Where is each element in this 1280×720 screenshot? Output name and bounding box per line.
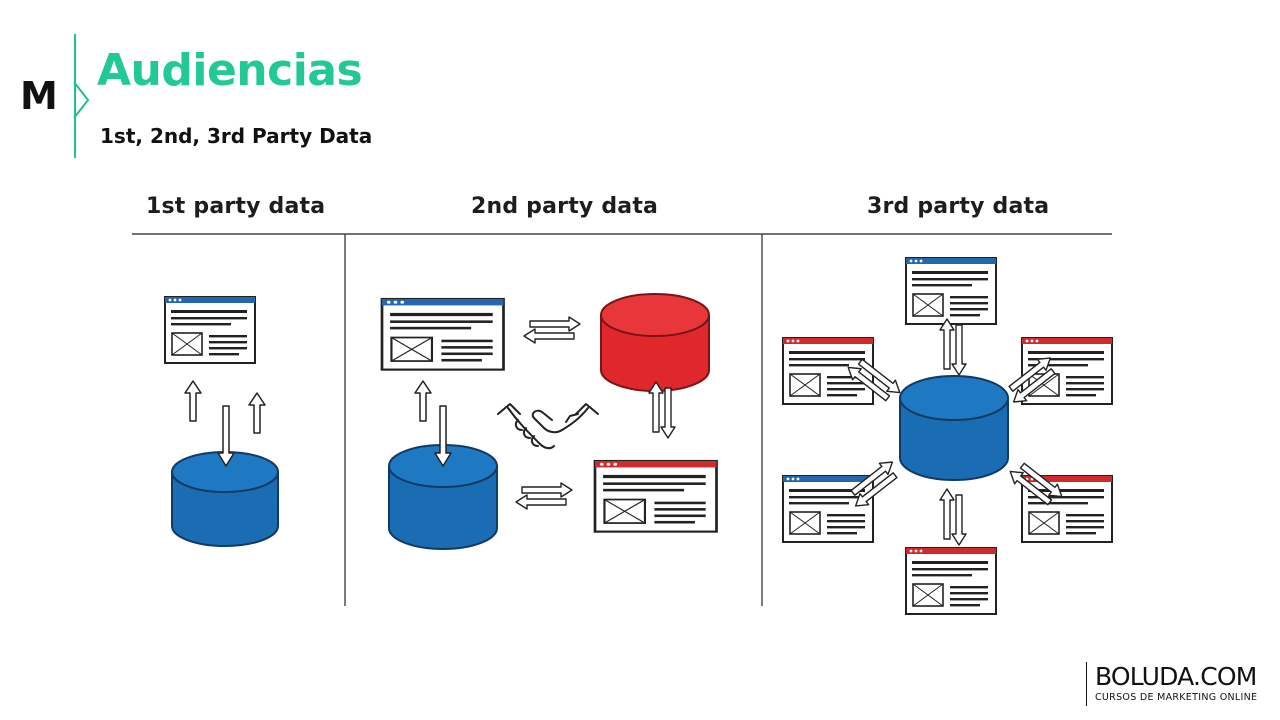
database-icon (899, 375, 1009, 481)
database-icon (171, 451, 279, 547)
website-window-icon (593, 459, 718, 533)
brand-name: BOLUDA.COM (1095, 662, 1257, 691)
column-title-1st-party: 1st party data (146, 194, 326, 219)
column-title-3rd-party: 3rd party data (867, 194, 1050, 219)
website-window-icon (1021, 475, 1113, 543)
handshake-icon (497, 403, 599, 450)
logo-letter: M (20, 74, 58, 118)
brand-logo-m: M (20, 74, 58, 118)
header-divider-line (74, 34, 76, 158)
website-window-icon (164, 296, 256, 364)
database-icon (600, 293, 710, 392)
website-window-icon (380, 297, 505, 371)
brand-tagline: CURSOS DE MARKETING ONLINE (1095, 692, 1258, 703)
page-subtitle: 1st, 2nd, 3rd Party Data (100, 124, 373, 148)
website-window-icon (905, 257, 997, 325)
column-title-2nd-party: 2nd party data (471, 194, 659, 219)
header-chevron-icon (73, 81, 90, 119)
page-title: Audiencias (97, 45, 363, 96)
bidirectional-arrow-icon (184, 380, 266, 467)
website-window-icon (905, 547, 997, 615)
footer-brand: BOLUDA.COM CURSOS DE MARKETING ONLINE (1086, 662, 1275, 706)
